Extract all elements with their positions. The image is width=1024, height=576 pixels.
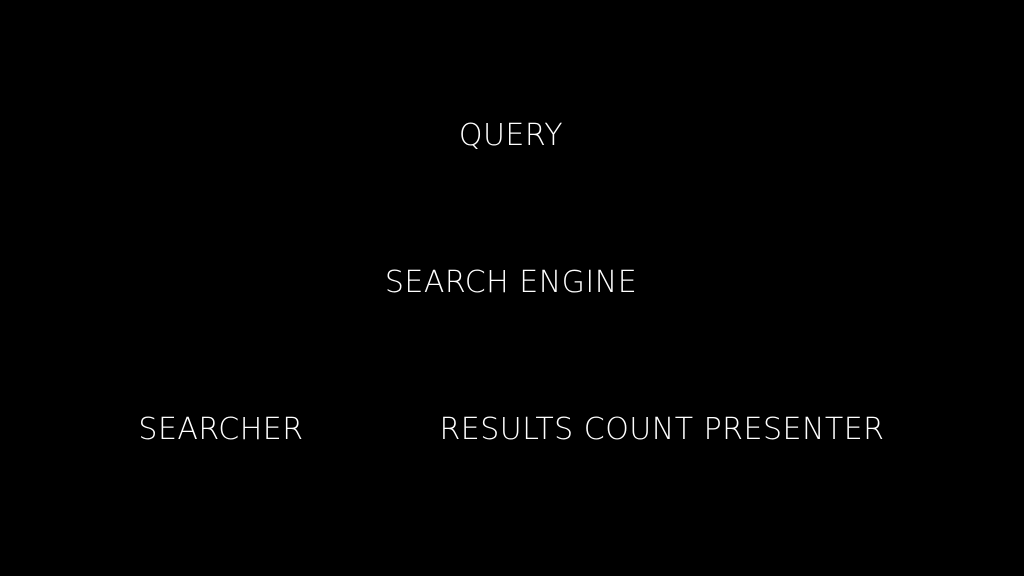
results-count-presenter-node-label: RESULTS COUNT PRESENTER [439, 412, 885, 447]
search-engine-node-label: SEARCH ENGINE [384, 265, 638, 300]
query-node-label: QUERY [458, 118, 564, 153]
searcher-node-label: SEARCHER [138, 412, 304, 447]
